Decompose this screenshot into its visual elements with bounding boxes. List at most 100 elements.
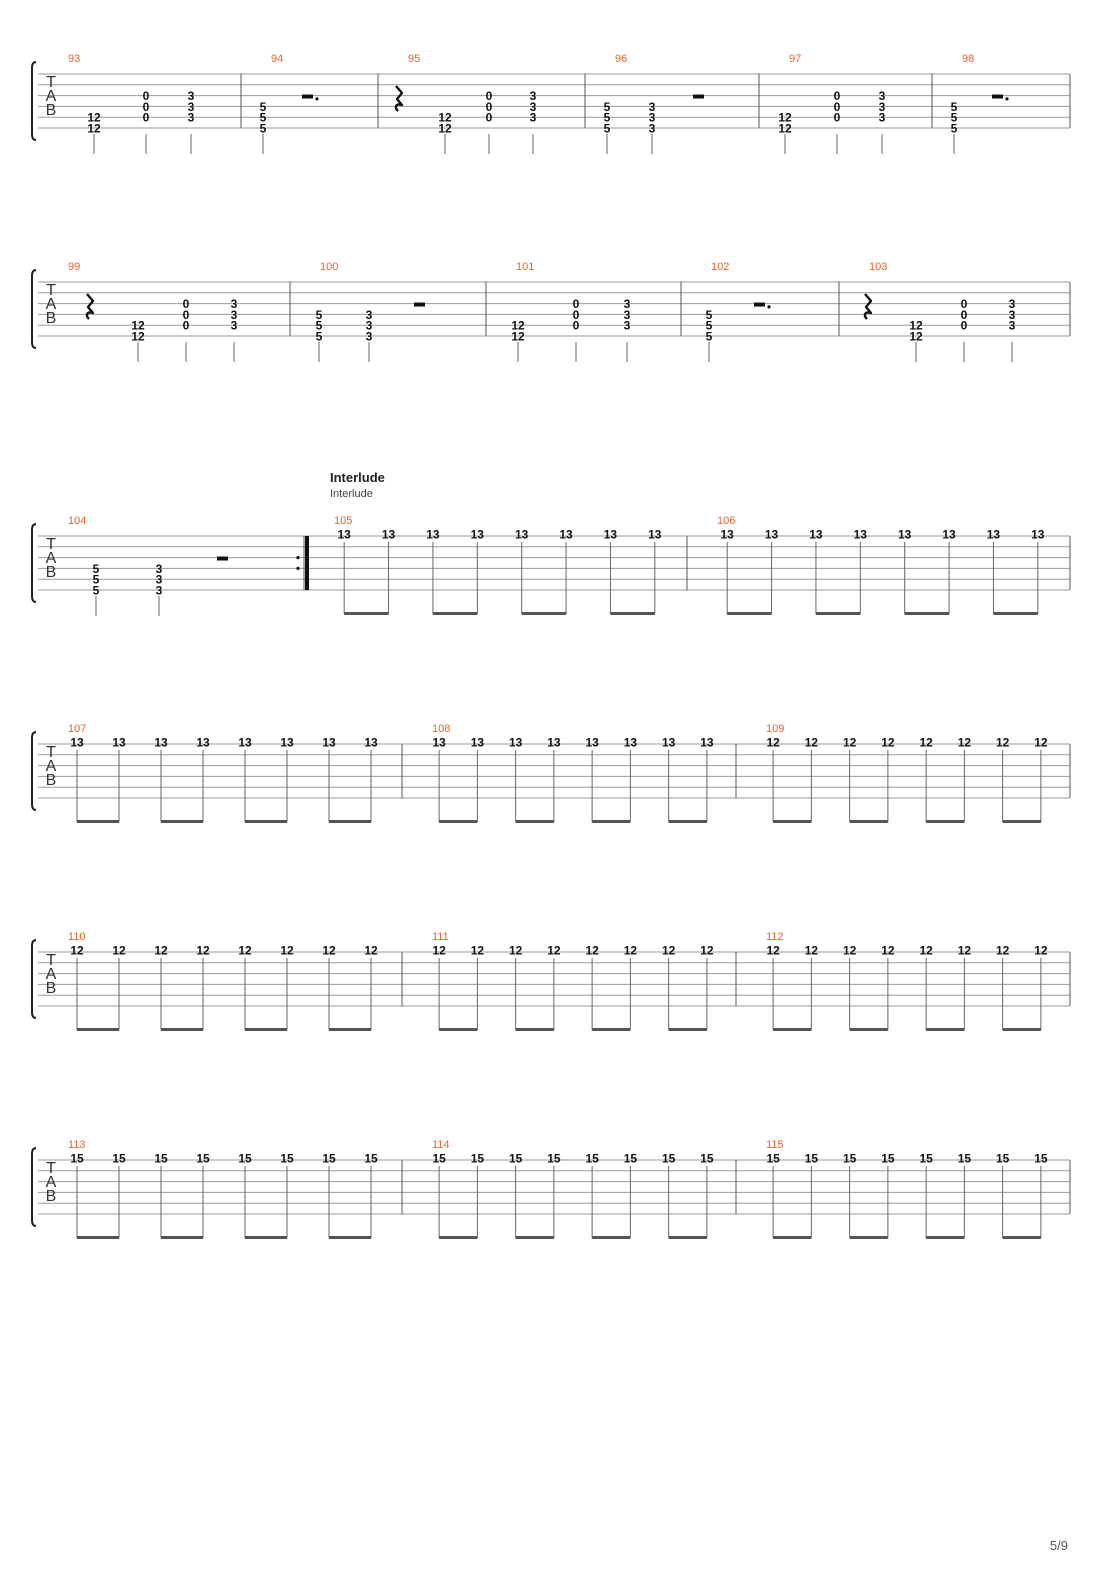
fret-number: 0 [486,111,493,125]
fret-number: 3 [366,330,373,344]
system-bracket [31,731,37,811]
measure-number: 105 [334,515,352,527]
measure-number: 110 [68,931,86,943]
fret-number: 12 [87,122,101,136]
fret-number: 3 [188,89,195,103]
fret-number: 12 [432,944,446,958]
eighth-beam [515,1236,554,1239]
fret-number: 5 [951,100,958,114]
tab-clef-letter: B [46,310,57,327]
fret-number: 3 [156,573,163,587]
eighth-beam [521,612,567,615]
fret-number: 3 [624,308,631,322]
measure-number: 93 [68,53,80,65]
fret-number: 0 [834,89,841,103]
fret-number: 15 [547,1152,561,1166]
eighth-beam [329,1236,371,1239]
fret-number: 0 [486,89,493,103]
fret-number: 5 [260,111,267,125]
fret-number: 3 [188,100,195,114]
fret-number: 0 [183,308,190,322]
fret-number: 3 [231,319,238,333]
fret-number: 15 [238,1152,252,1166]
fret-number: 12 [112,944,126,958]
fret-number: 12 [996,944,1010,958]
fret-number: 15 [196,1152,210,1166]
fret-number: 12 [511,319,525,333]
measure-number: 115 [766,1139,784,1151]
eighth-beam [77,820,119,823]
fret-number: 5 [93,562,100,576]
fret-number: 13 [322,736,336,750]
eighth-beam [245,1028,287,1031]
fret-number: 13 [364,736,378,750]
measure-number: 100 [320,261,338,273]
fret-number: 12 [662,944,676,958]
fret-number: 12 [238,944,252,958]
measure-number: 101 [516,261,534,273]
rest-dot [1005,97,1009,101]
eighth-beam [329,820,371,823]
system-bracket [31,61,37,141]
fret-number: 12 [909,319,923,333]
fret-number: 5 [951,122,958,136]
fret-number: 12 [766,736,780,750]
fret-number: 13 [471,528,485,542]
fret-number: 12 [624,944,638,958]
measure-number: 112 [766,931,784,943]
fret-number: 13 [987,528,1001,542]
fret-number: 0 [143,89,150,103]
fret-number: 12 [87,111,101,125]
fret-number: 12 [919,944,933,958]
eighth-beam [668,1236,707,1239]
tab-clef-letter: T [46,74,56,91]
eighth-beam [773,1236,812,1239]
page-number: 5/9 [1049,1538,1068,1553]
tab-clef-letter: B [46,564,57,581]
section-title: Interlude [330,470,385,485]
system-bracket [31,269,37,349]
fret-number: 15 [322,1152,336,1166]
measure-number: 114 [432,1139,450,1151]
measure-number: 95 [408,53,420,65]
fret-number: 15 [509,1152,523,1166]
measure-number: 109 [766,723,784,735]
fret-number: 15 [364,1152,378,1166]
tab-clef-letter: A [46,758,57,775]
eighth-beam [904,612,950,615]
eighth-beam [773,820,812,823]
fret-number: 15 [432,1152,446,1166]
fret-number: 3 [231,308,238,322]
fret-number: 13 [1031,528,1045,542]
fret-number: 13 [70,736,84,750]
measure-number: 96 [615,53,627,65]
fret-number: 0 [183,319,190,333]
fret-number: 13 [942,528,956,542]
fret-number: 15 [958,1152,972,1166]
fret-number: 13 [662,736,676,750]
eighth-beam [926,1028,965,1031]
measure-number: 103 [869,261,887,273]
half-rest [217,556,228,561]
fret-number: 5 [316,319,323,333]
repeat-thick-bar [305,536,309,590]
fret-number: 12 [511,330,525,344]
fret-number: 15 [843,1152,857,1166]
fret-number: 12 [805,736,819,750]
fret-number: 5 [604,122,611,136]
measure-number: 99 [68,261,80,273]
fret-number: 13 [196,736,210,750]
eighth-beam [993,612,1038,615]
fret-number: 15 [919,1152,933,1166]
fret-number: 0 [961,297,968,311]
measure-number: 108 [432,723,450,735]
fret-number: 3 [1009,319,1016,333]
fret-number: 12 [700,944,714,958]
eighth-beam [610,612,655,615]
half-rest [754,302,765,307]
tab-clef-letter: T [46,1160,56,1177]
tab-clef-letter: B [46,102,57,119]
tab-clef-letter: B [46,772,57,789]
fret-number: 15 [805,1152,819,1166]
fret-number: 12 [843,944,857,958]
